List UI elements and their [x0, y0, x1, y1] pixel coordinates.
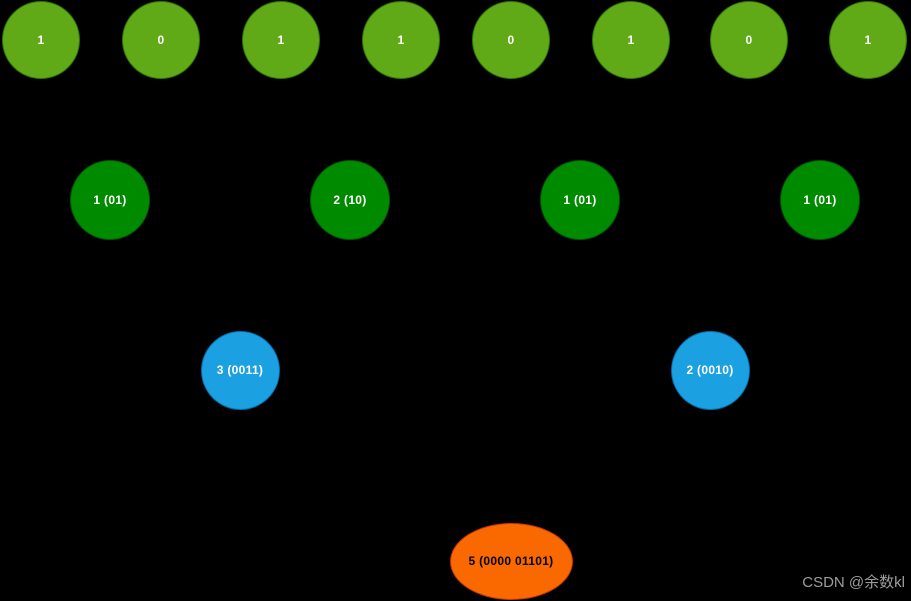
level-bits-node: 0	[710, 1, 788, 79]
level-pair-sums-node: 1 (01)	[540, 160, 620, 240]
level-bits-node: 1	[242, 1, 320, 79]
level-bits-node: 0	[472, 1, 550, 79]
csdn-watermark: CSDN @余数kl	[802, 574, 905, 591]
level-pair-sums-node: 2 (10)	[310, 160, 390, 240]
level-bits-node: 0	[122, 1, 200, 79]
level-bits-node: 1	[592, 1, 670, 79]
level-bits-node: 1	[362, 1, 440, 79]
level-nibble-sums-node: 2 (0010)	[670, 330, 750, 410]
level-nibble-sums-node: 3 (0011)	[200, 330, 280, 410]
level-pair-sums-node: 1 (01)	[70, 160, 150, 240]
level-bits-node: 1	[2, 1, 80, 79]
level-pair-sums-node: 1 (01)	[780, 160, 860, 240]
level-total-node: 5 (0000 01101)	[449, 522, 573, 600]
level-bits-node: 1	[829, 1, 907, 79]
